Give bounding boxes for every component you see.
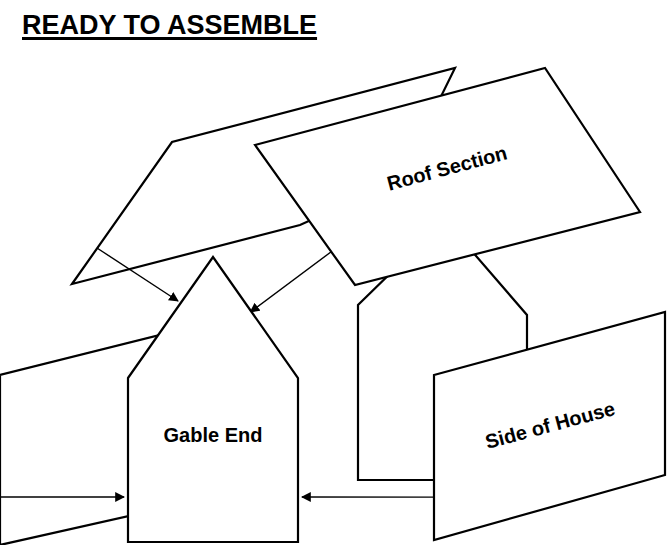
gable-end-panel: Gable End [128, 257, 298, 542]
assembly-arrow [0, 496, 124, 497]
part-label: Gable End [164, 424, 263, 446]
assembly-arrow [97, 248, 178, 301]
panel-shape [128, 257, 298, 542]
panel-shape [255, 68, 640, 285]
side-of-house-panel: Side of House [434, 312, 665, 540]
panel-outline [128, 257, 298, 542]
panel-shape [434, 312, 665, 540]
assembly-arrow [250, 252, 330, 312]
title-heading: READY TO ASSEMBLE [22, 10, 317, 41]
assembly-arrow [302, 496, 434, 498]
roof-section-panel: Roof Section [255, 68, 640, 285]
